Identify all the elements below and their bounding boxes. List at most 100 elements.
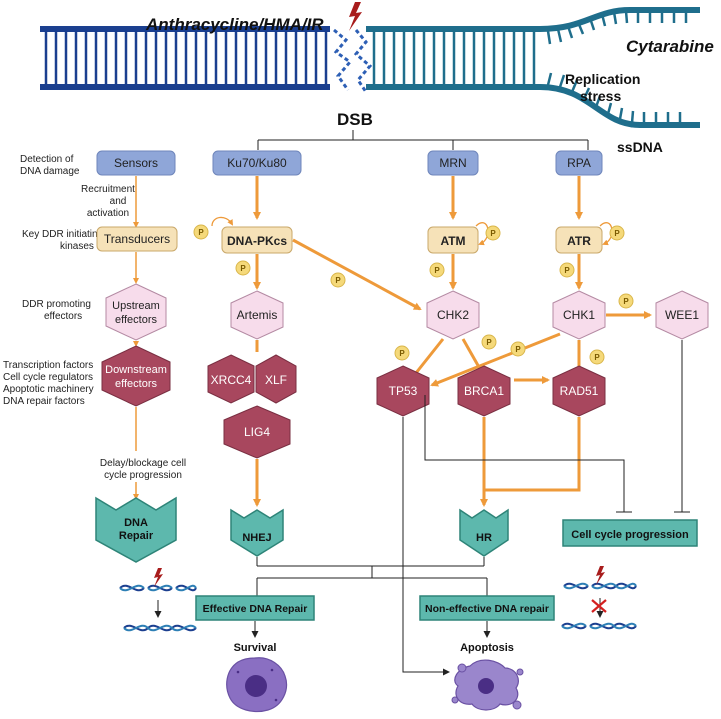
legend-upstream-shape xyxy=(105,283,167,341)
phospho-icon: P xyxy=(618,293,634,309)
legend-downstream-line1: Downstream xyxy=(105,364,167,376)
legend-delay-line2: cycle progression xyxy=(104,470,182,481)
legend-upstream-line2: effectors xyxy=(115,314,157,326)
repaired-dna-icon-broken xyxy=(119,584,197,592)
legend-key-ddr-line2: kinases xyxy=(60,241,94,252)
dsb-label: DSB xyxy=(337,110,373,129)
phospho-badges: P P P P P P P P P P P P xyxy=(193,224,634,365)
cell-cycle-progression-box xyxy=(562,519,698,547)
mrn-box xyxy=(427,150,479,176)
phospho-icon: P xyxy=(235,260,251,276)
legend-key-ddr-line1: Key DDR initiating xyxy=(22,229,103,240)
survival-label: Survival xyxy=(234,642,277,654)
legend-dna-repair-line2: Repair xyxy=(119,530,154,542)
phospho-icon: P xyxy=(510,341,526,357)
phospho-icon: P xyxy=(193,224,209,240)
legend-upstream-line1: Upstream xyxy=(112,300,160,312)
legend-factors-line2: Cell cycle regulators xyxy=(3,372,93,383)
legend-downstream-line2: effectors xyxy=(115,378,157,390)
legend-dna-repair-shape xyxy=(95,496,177,563)
svg-text:P: P xyxy=(486,338,492,347)
dsb-branch-lines xyxy=(257,130,589,150)
legend-recruitment-line2: and xyxy=(110,196,127,207)
svg-text:P: P xyxy=(564,266,570,275)
svg-text:P: P xyxy=(623,297,629,306)
wee1-shape xyxy=(655,290,709,340)
chk1-shape xyxy=(552,290,606,340)
lightning-icon xyxy=(349,2,362,31)
dna-double-helix xyxy=(40,7,700,128)
hr-shape xyxy=(459,508,509,557)
small-lightning-icon xyxy=(154,568,163,587)
svg-text:P: P xyxy=(198,228,204,237)
legend-ddr-promoting-line1: DDR promoting xyxy=(22,299,91,310)
svg-text:P: P xyxy=(614,229,620,238)
xlf-shape xyxy=(255,354,297,404)
dna-pkcs-text: DNA-PKcs xyxy=(227,234,287,248)
legend-recruitment-line3: activation xyxy=(87,208,129,219)
legend-factors-line4: DNA repair factors xyxy=(3,396,85,407)
tp53-text: TP53 xyxy=(389,384,418,398)
legend-sensors-box xyxy=(96,150,176,176)
repaired-dna-icon-intact xyxy=(123,624,197,632)
ku70-ku80-text: Ku70/Ku80 xyxy=(227,156,287,170)
legend-factors-line1: Transcription factors xyxy=(3,360,93,371)
dna-pkcs-box xyxy=(221,226,293,254)
chk1-text: CHK1 xyxy=(563,308,595,322)
replication-stress-line1: Replication xyxy=(565,71,640,87)
brca1-shape xyxy=(457,365,511,417)
xlf-text: XLF xyxy=(265,373,287,387)
atr-text: ATR xyxy=(567,234,591,248)
chk2-shape xyxy=(426,290,480,340)
phospho-icon: P xyxy=(559,262,575,278)
phospho-icon: P xyxy=(609,225,625,241)
atr-box xyxy=(555,226,603,254)
artemis-shape xyxy=(230,290,284,340)
rad51-shape xyxy=(552,365,606,417)
legend-transducers-text: Transducers xyxy=(104,232,170,246)
svg-text:P: P xyxy=(594,353,600,362)
lig4-shape xyxy=(223,405,291,459)
non-effective-repair-text: Non-effective DNA repair xyxy=(425,603,549,615)
legend-recruitment-line1: Recruitment xyxy=(81,184,135,195)
damaged-dna-icon xyxy=(563,582,637,590)
blocked-cross-icon xyxy=(591,599,607,613)
chk2-text: CHK2 xyxy=(437,308,469,322)
rpa-box xyxy=(555,150,603,176)
tp53-shape xyxy=(376,365,430,417)
unrepaired-dna-icon xyxy=(561,622,637,630)
svg-text:P: P xyxy=(399,349,405,358)
effective-repair-box xyxy=(195,595,315,621)
atm-box xyxy=(427,226,479,254)
cytarabine-label: Cytarabine xyxy=(626,37,714,56)
xrcc4-text: XRCC4 xyxy=(211,373,252,387)
svg-text:P: P xyxy=(240,264,246,273)
phospho-icon: P xyxy=(485,225,501,241)
lig4-text: LIG4 xyxy=(244,425,270,439)
xrcc4-shape xyxy=(207,354,255,404)
mrn-text: MRN xyxy=(439,156,466,170)
legend-sensors-text: Sensors xyxy=(114,156,158,170)
legend-transducers-box xyxy=(96,226,178,252)
apoptosis-label: Apoptosis xyxy=(460,642,514,654)
phospho-icon: P xyxy=(481,334,497,350)
legend-delay-line1: Delay/blockage cell xyxy=(100,458,186,469)
phospho-icon: P xyxy=(429,262,445,278)
brca1-text: BRCA1 xyxy=(464,384,504,398)
ssdna-label: ssDNA xyxy=(617,139,663,155)
atm-text: ATM xyxy=(440,234,465,248)
legend-factors-line3: Apoptotic machinery xyxy=(3,384,94,395)
nhej-shape xyxy=(230,508,284,557)
non-effective-repair-box xyxy=(419,595,555,621)
rad51-text: RAD51 xyxy=(560,384,599,398)
hr-text: HR xyxy=(476,532,492,544)
svg-text:P: P xyxy=(335,276,341,285)
ku70-ku80-box xyxy=(212,150,302,176)
agents-label: Anthracycline/HMA/IR xyxy=(145,15,324,34)
artemis-text: Artemis xyxy=(237,308,278,322)
dsb-break xyxy=(333,28,373,93)
phospho-icon: P xyxy=(330,272,346,288)
legend-dna-repair-line1: DNA xyxy=(124,517,148,529)
healthy-cell-icon xyxy=(226,657,288,713)
